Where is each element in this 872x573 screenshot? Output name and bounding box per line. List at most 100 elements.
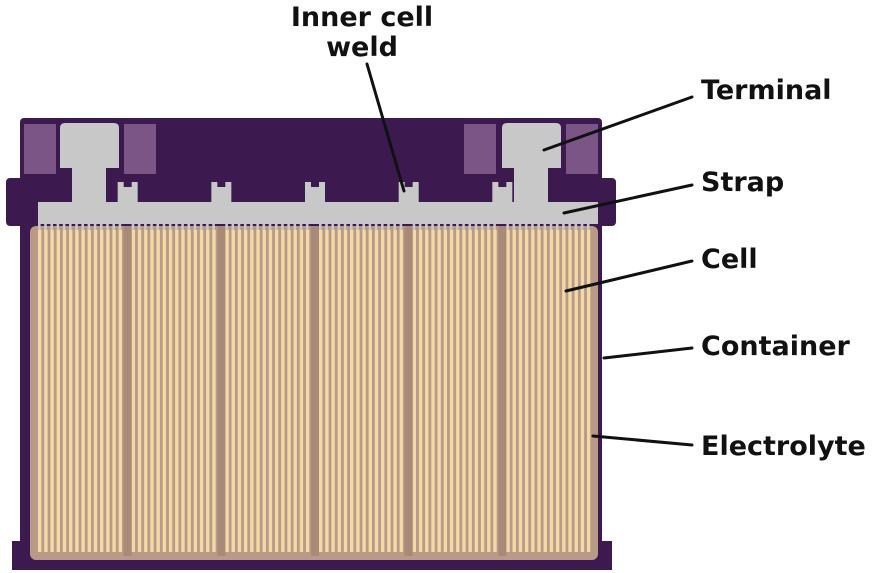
cell-divider bbox=[217, 226, 226, 556]
cell-divider bbox=[498, 226, 507, 556]
cell-plate bbox=[225, 230, 229, 552]
strap-tooth bbox=[287, 220, 290, 230]
cell-plate bbox=[112, 230, 116, 552]
strap-tooth bbox=[462, 220, 465, 230]
strap-tooth bbox=[193, 220, 197, 230]
cell-plate bbox=[362, 230, 366, 552]
cell-plate bbox=[81, 230, 85, 552]
strap-tooth bbox=[418, 220, 422, 230]
cell-plate bbox=[412, 230, 417, 552]
strap-tooth bbox=[44, 220, 47, 230]
strap-tooth bbox=[399, 220, 403, 230]
strap-tooth bbox=[274, 220, 278, 230]
strap-tooth bbox=[181, 220, 184, 230]
weld-stem bbox=[123, 202, 132, 224]
label-container: Container bbox=[701, 331, 851, 362]
strap-tooth bbox=[456, 220, 459, 230]
cell-plate bbox=[580, 230, 585, 552]
cell-plate bbox=[462, 230, 466, 552]
strap-tooth bbox=[586, 220, 590, 230]
cell-plate bbox=[437, 230, 441, 552]
inner-cell-welds bbox=[117, 182, 513, 224]
cell-plate bbox=[243, 230, 248, 552]
strap-tooth bbox=[175, 220, 178, 230]
cell-plate bbox=[137, 230, 142, 552]
cell-plate bbox=[281, 230, 285, 552]
leader-inner-cell-weld bbox=[365, 62, 406, 193]
strap-tooth bbox=[93, 220, 97, 230]
inner-cell-weld bbox=[117, 182, 138, 202]
cell-plate bbox=[468, 230, 472, 552]
strap-tooth bbox=[555, 220, 559, 230]
strap-tooth bbox=[362, 220, 365, 230]
cell-plate bbox=[568, 230, 572, 552]
cell-plate bbox=[293, 230, 297, 552]
cell-plate bbox=[325, 230, 329, 552]
strap-assembly bbox=[38, 123, 598, 230]
strap-tooth bbox=[562, 220, 565, 230]
strap-tooth bbox=[374, 220, 378, 230]
strap-tooth bbox=[305, 220, 309, 230]
cell-plate bbox=[106, 230, 110, 552]
strap-tooth bbox=[106, 220, 109, 230]
cell-plate bbox=[274, 230, 279, 552]
strap-tooth bbox=[38, 220, 41, 230]
weld-stem bbox=[404, 202, 413, 224]
cell-plate bbox=[425, 230, 429, 552]
strap-tooth bbox=[156, 220, 160, 230]
cell-plate bbox=[549, 230, 554, 552]
cell-plate bbox=[537, 230, 541, 552]
cell-plate bbox=[431, 230, 435, 552]
cell-plate bbox=[69, 230, 73, 552]
cell-plate bbox=[56, 230, 60, 552]
cell-plate bbox=[268, 230, 273, 552]
strap-tooth bbox=[281, 220, 284, 230]
leader-container bbox=[602, 346, 694, 360]
cell-plate bbox=[62, 230, 67, 552]
strap-tooth bbox=[112, 220, 115, 230]
cell-plate bbox=[319, 230, 323, 552]
cell-plate bbox=[518, 230, 523, 552]
strap-tooth bbox=[231, 220, 235, 230]
cell-plate bbox=[350, 230, 354, 552]
strap-tooth bbox=[237, 220, 241, 230]
leader-electrolyte bbox=[591, 434, 694, 447]
cell-plate bbox=[586, 230, 591, 552]
cell-plate bbox=[456, 230, 460, 552]
cell-plate bbox=[237, 230, 242, 552]
strap-tooth bbox=[187, 220, 191, 230]
lid-ledge-left bbox=[6, 178, 36, 226]
cell-plate bbox=[118, 230, 122, 552]
cell-plate bbox=[305, 230, 310, 552]
leader-terminal bbox=[542, 95, 694, 152]
strap-tooth bbox=[268, 220, 272, 230]
strap-tooth bbox=[212, 220, 215, 230]
cell-plate bbox=[131, 230, 136, 552]
strap-tooth bbox=[518, 220, 522, 230]
cell-divider bbox=[123, 226, 132, 556]
cell-plate bbox=[168, 230, 173, 552]
strap-tooth bbox=[393, 220, 396, 230]
strap-tooth bbox=[75, 220, 78, 230]
strap-tooth bbox=[468, 220, 472, 230]
strap-tooth bbox=[387, 220, 390, 230]
strap-tooth bbox=[56, 220, 60, 230]
cell-plate bbox=[387, 230, 391, 552]
strap-tooth bbox=[50, 220, 53, 230]
strap-tooth bbox=[574, 220, 578, 230]
cell-plate bbox=[399, 230, 403, 552]
inner-cell-weld bbox=[305, 182, 325, 202]
cell-plate bbox=[356, 230, 360, 552]
label-electrolyte: Electrolyte bbox=[701, 431, 866, 462]
cell-plate bbox=[381, 230, 385, 552]
cell-divider bbox=[311, 226, 319, 556]
strap-tooth bbox=[512, 220, 516, 230]
strap-tooth bbox=[331, 220, 334, 230]
cell-plate bbox=[393, 230, 397, 552]
strap-tooth bbox=[431, 220, 434, 230]
strap-tooth bbox=[299, 220, 303, 230]
strap-tooth bbox=[580, 220, 584, 230]
leader-cell bbox=[564, 259, 694, 293]
strap-tooth bbox=[412, 220, 416, 230]
cell-plate bbox=[250, 230, 254, 552]
